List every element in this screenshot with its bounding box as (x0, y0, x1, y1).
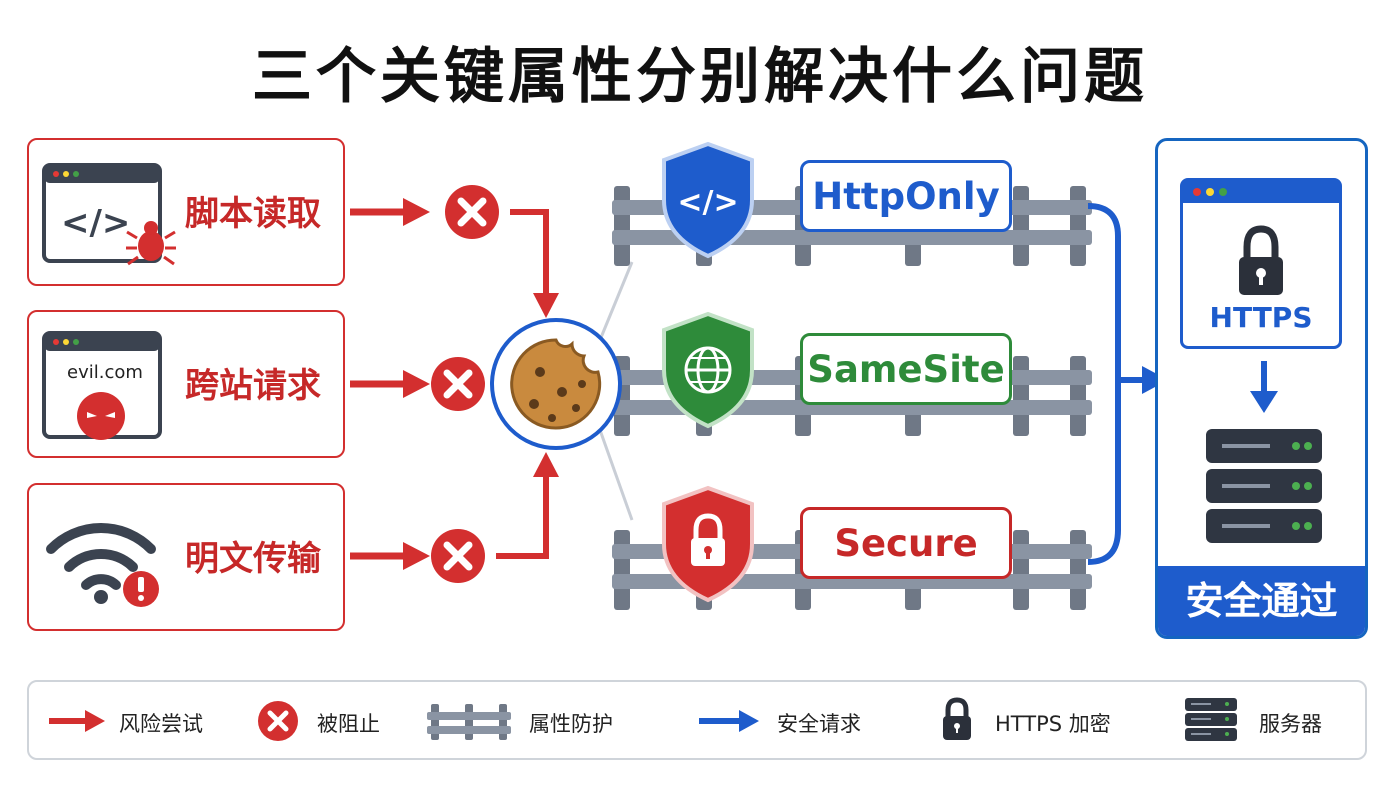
code-shield-icon: </> (662, 141, 754, 259)
blocked-icon (431, 529, 485, 583)
threat-label: 跨站请求 (185, 366, 321, 406)
legend-label-https: HTTPS 加密 (995, 712, 1111, 736)
legend-risk-arrow-icon (49, 710, 105, 732)
legend-fence-icon (427, 704, 511, 740)
https-window: HTTPS (1180, 178, 1342, 349)
threat-card-cross-site: evil.com 跨站请求 (27, 310, 345, 458)
legend-label-safe: 安全请求 (777, 712, 861, 736)
threat-card-plaintext: 明文传输 (27, 483, 345, 631)
lock-icon (1239, 225, 1283, 295)
bug-icon (126, 221, 176, 266)
legend-lock-icon (943, 697, 971, 740)
threat-label: 明文传输 (185, 539, 321, 579)
svg-text:</>: </> (61, 203, 130, 243)
threat-label: 脚本读取 (185, 194, 321, 234)
safe-pass-banner: 安全通过 (1158, 566, 1365, 636)
risk-arrow (350, 542, 430, 570)
legend-server-icon (1185, 698, 1237, 741)
down-arrow-icon (1250, 361, 1278, 413)
samesite-label: SameSite (800, 333, 1012, 405)
server-stack (1206, 361, 1322, 543)
risk-arrow (350, 198, 430, 226)
server-icon (1206, 429, 1322, 543)
cookie-icon (490, 318, 622, 450)
legend-safe-arrow-icon (699, 710, 759, 732)
legend-label-blocked: 被阻止 (317, 712, 380, 736)
secure-label: Secure (800, 507, 1012, 579)
threat-card-script-read: </> 脚本读取 (27, 138, 345, 286)
page-title: 三个关键属性分别解决什么问题 (252, 42, 1148, 112)
risk-arrow (350, 370, 430, 398)
https-window-chrome (1183, 181, 1339, 295)
legend-blocked-icon (258, 701, 298, 741)
https-label: HTTPS (1209, 301, 1313, 334)
globe-shield-icon (662, 311, 754, 429)
legend-label-risk: 风险尝试 (119, 712, 203, 736)
risk-arrow (496, 452, 559, 559)
evil-domain-text: evil.com (67, 362, 143, 383)
evil-site-window-icon (42, 331, 162, 440)
wifi-warning-icon (46, 522, 159, 607)
warning-icon (123, 571, 159, 607)
blocked-icon (445, 185, 499, 239)
legend-label-fence: 属性防护 (529, 712, 613, 736)
svg-text:</>: </> (677, 185, 738, 220)
legend-label-server: 服务器 (1259, 712, 1322, 736)
risk-arrow (510, 209, 559, 318)
legend: 风险尝试 被阻止 属性防护 安全请求 HTTPS 加密 服务器 (27, 680, 1367, 760)
httponly-label: HttpOnly (800, 160, 1012, 232)
code-window-icon: </> (42, 163, 176, 266)
blocked-icon (431, 357, 485, 411)
evil-face-icon (77, 392, 125, 440)
lock-shield-icon (662, 485, 754, 603)
